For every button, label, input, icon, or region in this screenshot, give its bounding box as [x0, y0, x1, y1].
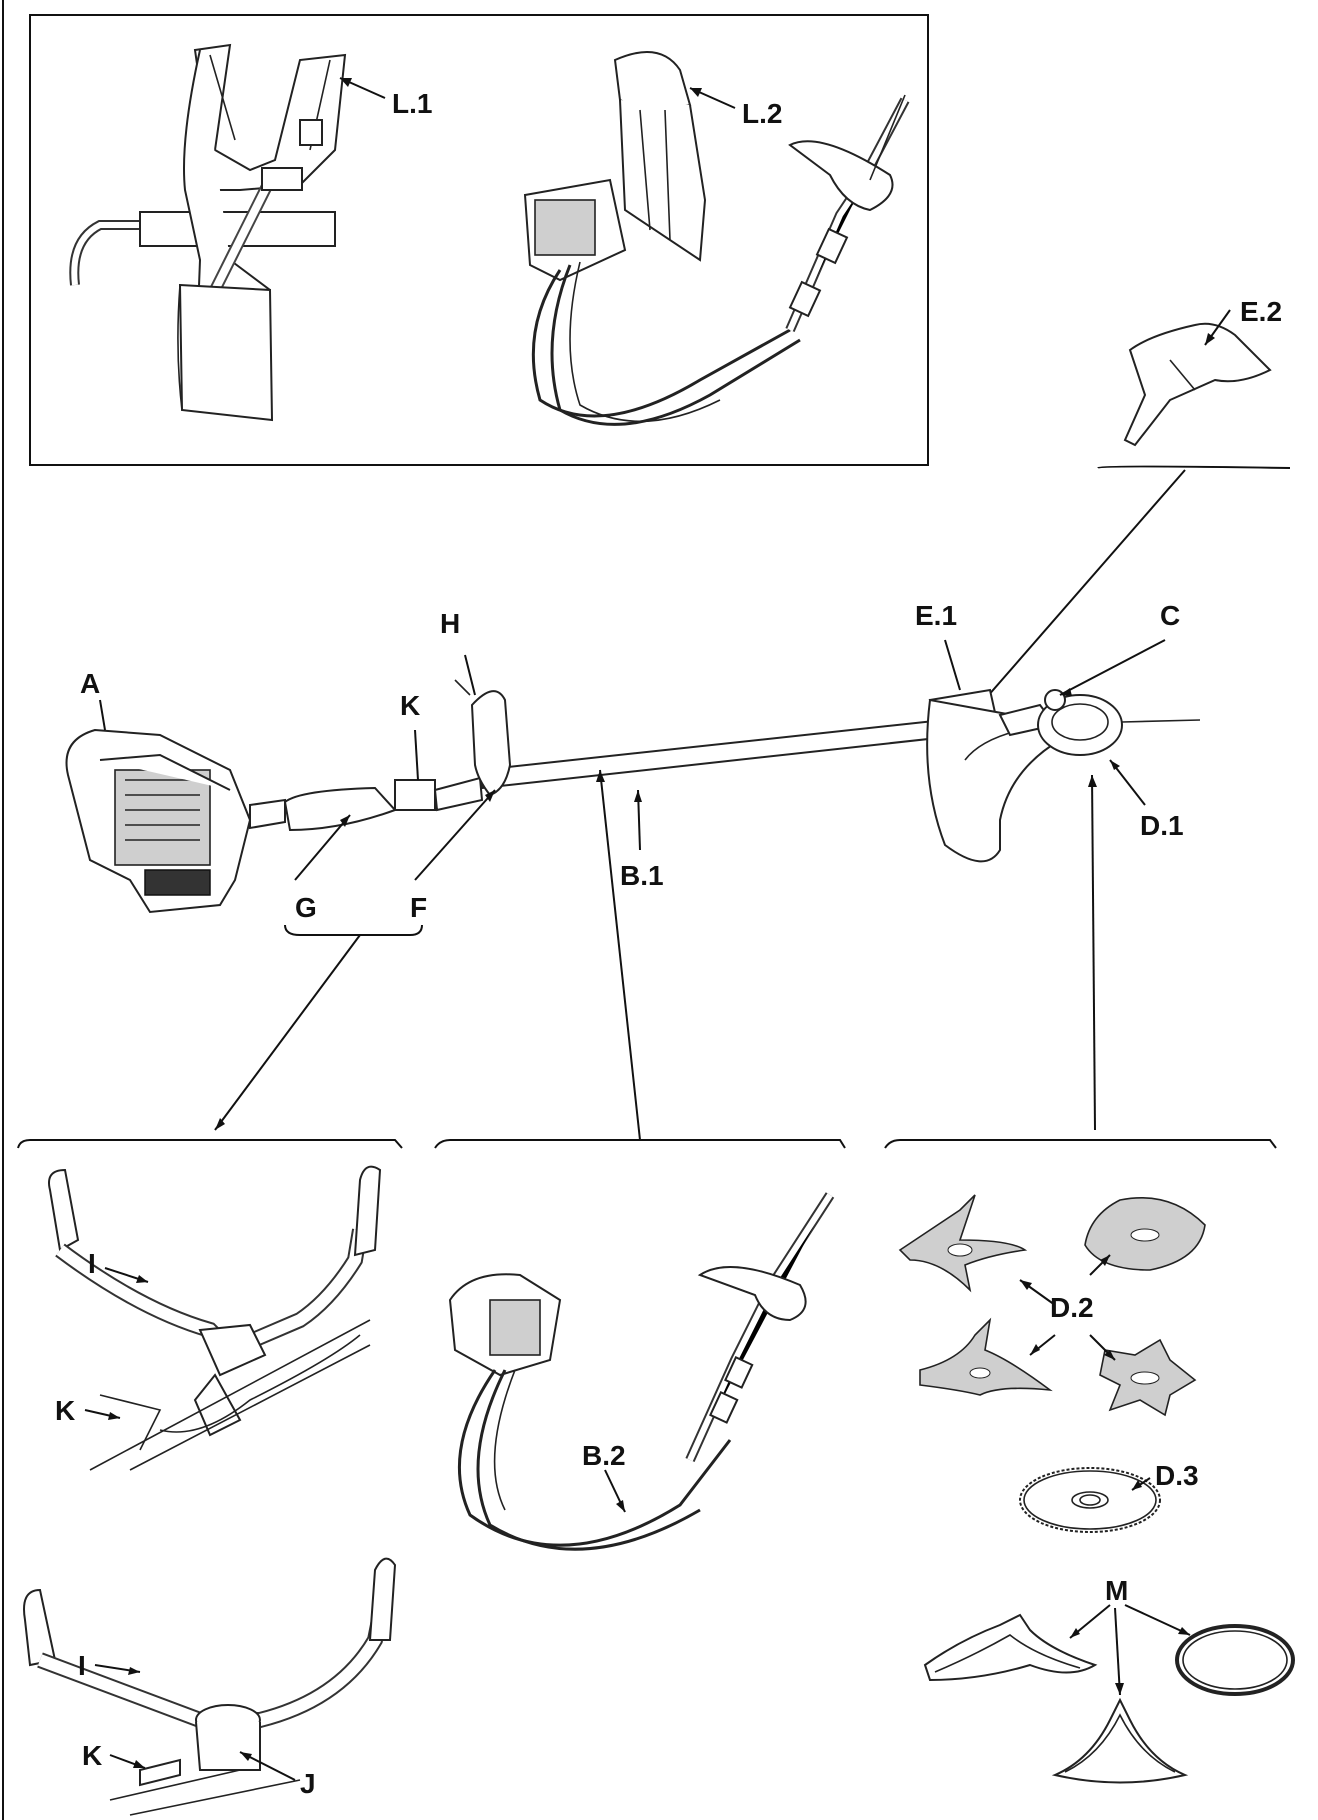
label-c: C: [1160, 600, 1181, 631]
label-k-main: K: [400, 690, 421, 721]
label-l2: L.2: [742, 98, 783, 129]
label-h: H: [440, 608, 461, 639]
label-d3: D.3: [1155, 1460, 1199, 1491]
line-guard-drawing: [923, 1604, 1295, 1784]
label-g: G: [295, 892, 317, 923]
label-b1: B.1: [620, 860, 664, 891]
label-f: F: [410, 892, 428, 923]
label-e1: E.1: [915, 600, 958, 631]
label-k-left-bottom: K: [82, 1740, 103, 1771]
guard-extension-drawing: [979, 322, 1291, 706]
brush-cutter-main-drawing: [65, 679, 1201, 914]
label-e2: E.2: [1240, 296, 1283, 327]
blade-set-drawing: [898, 1194, 1206, 1417]
label-i-bottom: I: [78, 1650, 86, 1681]
label-l1: L.1: [392, 88, 433, 119]
label-a: A: [80, 668, 101, 699]
harness-inset-box: [29, 14, 929, 466]
bike-handle-drawing-1: [48, 1165, 382, 1471]
label-d2: D.2: [1050, 1292, 1094, 1323]
pointer-lines: [17, 77, 1277, 1149]
bike-handle-drawing-2: [23, 1557, 397, 1816]
saw-blade-drawing: [1019, 1467, 1161, 1533]
label-i-top: I: [88, 1248, 96, 1279]
label-k-left-top: K: [55, 1395, 76, 1426]
shoulder-harness-drawing: [69, 43, 347, 422]
label-b2: B.2: [582, 1440, 626, 1471]
backpack-engine-drawing: [448, 1192, 835, 1551]
label-j: J: [300, 1768, 316, 1799]
label-m: M: [1105, 1575, 1129, 1606]
backpack-harness-drawing: [523, 51, 910, 426]
label-d1: D.1: [1140, 810, 1184, 841]
